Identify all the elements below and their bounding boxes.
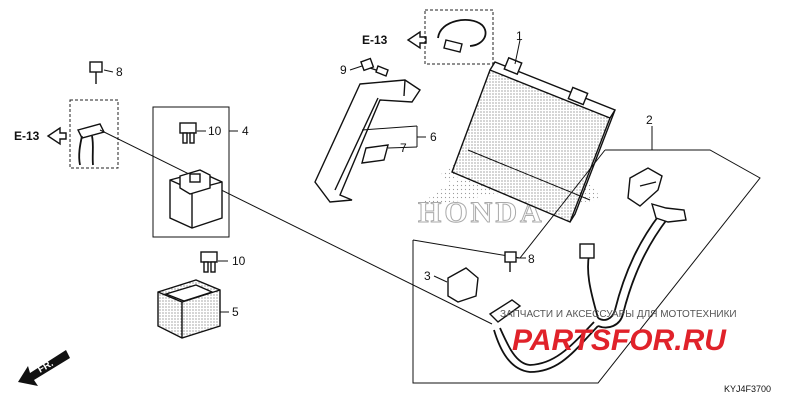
positive-cable — [579, 202, 687, 329]
callout-10-b: 10 — [232, 254, 246, 268]
callout-2: 2 — [646, 113, 653, 127]
cable-detail-top — [437, 19, 487, 53]
leader-3 — [433, 275, 448, 283]
front-direction-arrow-icon — [18, 350, 70, 386]
leader-6-7 — [361, 125, 426, 149]
bolt-8-right — [504, 251, 517, 272]
group-frame-2 — [412, 149, 761, 384]
callout-10-a: 10 — [208, 124, 222, 138]
callout-5: 5 — [232, 305, 239, 319]
callout-4: 4 — [242, 124, 249, 138]
ref-box-top — [424, 9, 494, 65]
ref-box-left — [69, 99, 119, 169]
terminal-cable-left — [76, 123, 106, 166]
bolt-8-left — [89, 61, 103, 84]
connection-line — [99, 129, 493, 325]
rubber-pad-7 — [361, 144, 389, 164]
fuse-10-a — [179, 122, 197, 144]
callout-7: 7 — [400, 141, 407, 155]
ref-arrow-left-icon — [46, 126, 67, 146]
callout-8-left: 8 — [116, 65, 123, 79]
battery — [451, 56, 617, 223]
callout-3: 3 — [424, 269, 431, 283]
bolt-9 — [360, 57, 389, 77]
ref-label-top: E-13 — [362, 33, 388, 47]
ref-arrow-top-icon — [406, 30, 427, 50]
fuse-10-b — [200, 251, 218, 273]
starter-relay — [169, 169, 223, 229]
negative-cable — [488, 299, 599, 373]
callout-9: 9 — [340, 63, 347, 77]
diagram-code: KYJ4F3700 — [724, 384, 771, 394]
callout-1: 1 — [516, 29, 523, 43]
relay-cover-5 — [157, 279, 221, 339]
watermark-site: PARTSFOR.RU — [512, 324, 727, 357]
terminal-cover — [627, 167, 663, 207]
callout-8-right: 8 — [528, 252, 535, 266]
watermark-tagline: ЗАПЧАСТИ И АКСЕССУАРЫ ДЛЯ МОТОТЕХНИКИ — [500, 309, 737, 320]
callout-6: 6 — [430, 130, 437, 144]
terminal-cover-edge — [639, 181, 657, 187]
leader-8-left — [103, 69, 114, 73]
leader-1 — [514, 39, 521, 65]
group-box-4 — [152, 106, 230, 238]
battery-band — [314, 79, 421, 203]
group-frame-2-diag — [519, 149, 606, 259]
terminal-cover-3 — [447, 267, 479, 303]
group-frame-2-top — [412, 239, 521, 259]
ref-label-left: E-13 — [14, 129, 40, 143]
leader-9 — [349, 65, 363, 71]
